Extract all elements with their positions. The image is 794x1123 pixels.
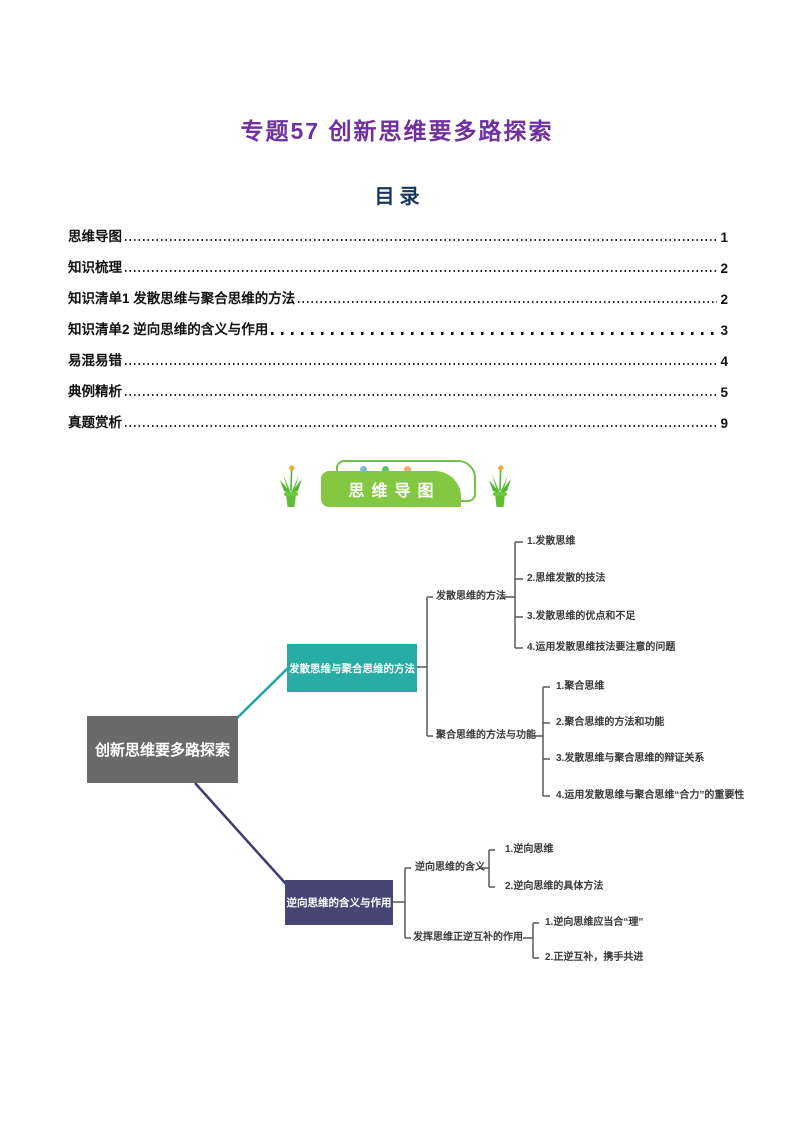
potted-plant-icon [489,465,511,507]
mindmap-leaf-item: 1.逆向思维应当合“理” [545,917,644,928]
mindmap-leaf-item: 3.发散思维的优点和不足 [527,611,636,622]
mind-map: 创新思维要多路探索 发散思维与聚合思维的方法 逆向思维的含义与作用 发散思维的方… [0,525,794,990]
mindmap-leaf-item: 1.聚合思维 [556,681,605,692]
page-title: 专题57 创新思维要多路探索 [240,118,554,144]
toc-entry-label: 思维导图 [68,229,122,244]
toc-leader [271,332,718,335]
toc-page-number: 9 [720,416,728,431]
mindmap-sub-label: 聚合思维的方法与功能 [436,730,536,741]
potted-plant-icon [280,465,302,507]
section-banner: 思维导图 [318,458,482,512]
toc-page-number: 2 [720,261,728,276]
toc-entry-label: 知识梳理 [68,260,122,275]
mindmap-leaf-item: 2.思维发散的技法 [527,573,606,584]
toc-entry[interactable]: 知识清单2 逆向思维的含义与作用 3 [68,307,728,338]
toc-leader [298,301,718,303]
green-dot-icon [382,466,389,473]
mindmap-leaf-item: 2.正逆互补，携手共进 [545,952,644,963]
table-of-contents: 思维导图 1 知识梳理 2 知识清单1 发散思维与聚合思维的方法 2 知识清单2… [68,214,728,431]
mind-map-connectors [194,541,550,959]
mindmap-branch2-node: 逆向思维的含义与作用 [285,880,393,925]
mindmap-leaf-item: 1.发散思维 [527,536,576,547]
toc-leader [125,239,718,241]
toc-entry-label: 易混易错 [68,353,122,368]
mindmap-leaf-item: 4.运用发散思维技法要注意的问题 [527,642,676,653]
mindmap-leaf-item: 4.运用发散思维与聚合思维“合力”的重要性 [556,790,745,801]
orange-dot-icon [404,466,411,473]
toc-entry-label: 典例精析 [68,384,122,399]
toc-entry[interactable]: 典例精析 5 [68,369,728,400]
mindmap-leaf-item: 3.发散思维与聚合思维的辩证关系 [556,753,705,764]
toc-entry[interactable]: 易混易错 4 [68,338,728,369]
toc-leader [125,425,718,427]
toc-entry-label: 知识清单2 逆向思维的含义与作用 [68,322,269,337]
toc-page-number: 5 [720,385,728,400]
mindmap-sub-label: 发散思维的方法 [436,591,506,602]
toc-entry-label: 知识清单1 发散思维与聚合思维的方法 [68,291,296,306]
toc-page-number: 3 [720,323,728,338]
mindmap-leaf-item: 2.聚合思维的方法和功能 [556,717,665,728]
toc-leader [125,363,718,365]
mindmap-sub-label: 逆向思维的含义 [415,862,485,873]
mindmap-branch1-node: 发散思维与聚合思维的方法 [287,644,417,692]
banner-title: 思维导图 [321,471,461,507]
toc-entry[interactable]: 思维导图 1 [68,214,728,245]
toc-leader [125,270,718,272]
toc-leader [125,394,718,396]
toc-entry[interactable]: 知识清单1 发散思维与聚合思维的方法 2 [68,276,728,307]
toc-entry[interactable]: 真题赏析 9 [68,400,728,431]
blue-dot-icon [360,466,367,473]
toc-page-number: 2 [720,292,728,307]
toc-page-number: 4 [720,354,728,369]
mindmap-leaf-item: 2.逆向思维的具体方法 [505,881,604,892]
mindmap-leaf-item: 1.逆向思维 [505,844,554,855]
toc-page-number: 1 [720,230,728,245]
mindmap-sub-label: 发挥思维正逆互补的作用 [413,932,523,943]
toc-heading: 目录 [374,186,425,208]
toc-entry-label: 真题赏析 [68,415,122,430]
toc-entry[interactable]: 知识梳理 2 [68,245,728,276]
mindmap-root-node: 创新思维要多路探索 [87,716,238,783]
